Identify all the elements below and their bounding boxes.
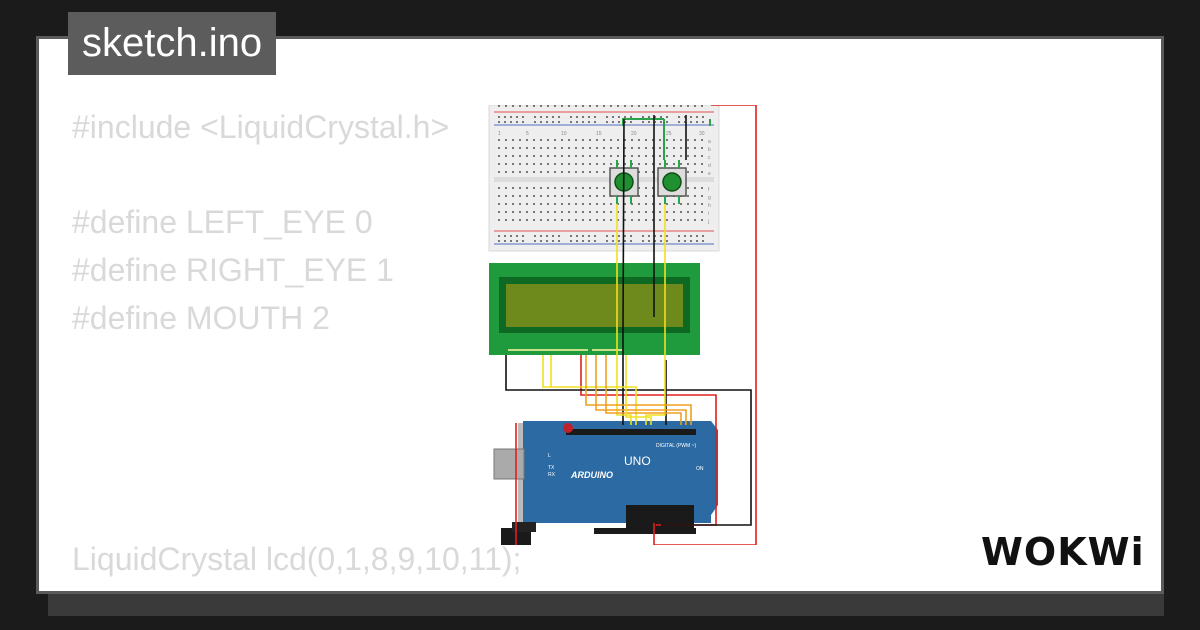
svg-text:a: a (708, 139, 711, 145)
svg-text:b: b (708, 147, 711, 153)
svg-text:ON: ON (696, 466, 704, 472)
lcd-display (489, 263, 700, 355)
code-line-define-right-eye: #define RIGHT_EYE 1 (72, 252, 394, 288)
svg-text:1: 1 (498, 131, 501, 137)
card-shadow (48, 594, 1164, 616)
wokwi-logo-icon: WOKWi (981, 530, 1145, 574)
svg-text:h: h (708, 203, 711, 209)
code-line-define-left-eye: #define LEFT_EYE 0 (72, 204, 373, 240)
svg-text:10: 10 (561, 131, 567, 137)
circuit-diagram: 1 5 10 15 20 25 30 a b c d e f g h i j (488, 105, 757, 545)
svg-text:20: 20 (631, 131, 637, 137)
svg-text:30: 30 (699, 131, 705, 137)
svg-text:c: c (708, 155, 711, 161)
svg-text:TX: TX (548, 465, 555, 471)
svg-text:L: L (548, 453, 551, 459)
code-line-define-mouth: #define MOUTH 2 (72, 300, 330, 336)
code-line-lcd-init: LiquidCrystal lcd(0,1,8,9,10,11); (72, 541, 522, 577)
svg-text:15: 15 (596, 131, 602, 137)
push-button-right-icon (657, 167, 687, 197)
code-line-include: #include <LiquidCrystal.h> (72, 109, 450, 145)
svg-text:i: i (708, 211, 709, 217)
arduino-uno-board: ARDUINO UNO DIGITAL (PWM ~) POWER ANALOG… (493, 421, 718, 545)
svg-text:j: j (707, 219, 709, 225)
svg-text:ANALOG IN: ANALOG IN (669, 535, 697, 541)
svg-text:f: f (708, 187, 710, 193)
svg-text:25: 25 (666, 131, 672, 137)
svg-text:5: 5 (526, 131, 529, 137)
svg-text:WOKWi: WOKWi (981, 530, 1145, 574)
preview-card: #include <LiquidCrystal.h> #define LEFT_… (36, 36, 1164, 594)
svg-text:g: g (708, 195, 711, 201)
file-tab-sketch[interactable]: sketch.ino (68, 12, 277, 75)
svg-text:RX: RX (548, 472, 556, 478)
svg-text:POWER: POWER (634, 535, 653, 541)
svg-text:d: d (708, 163, 711, 169)
svg-text:DIGITAL (PWM ~): DIGITAL (PWM ~) (656, 443, 696, 449)
svg-text:e: e (708, 171, 711, 177)
svg-text:ARDUINO: ARDUINO (570, 470, 613, 480)
svg-text:UNO: UNO (624, 454, 651, 468)
